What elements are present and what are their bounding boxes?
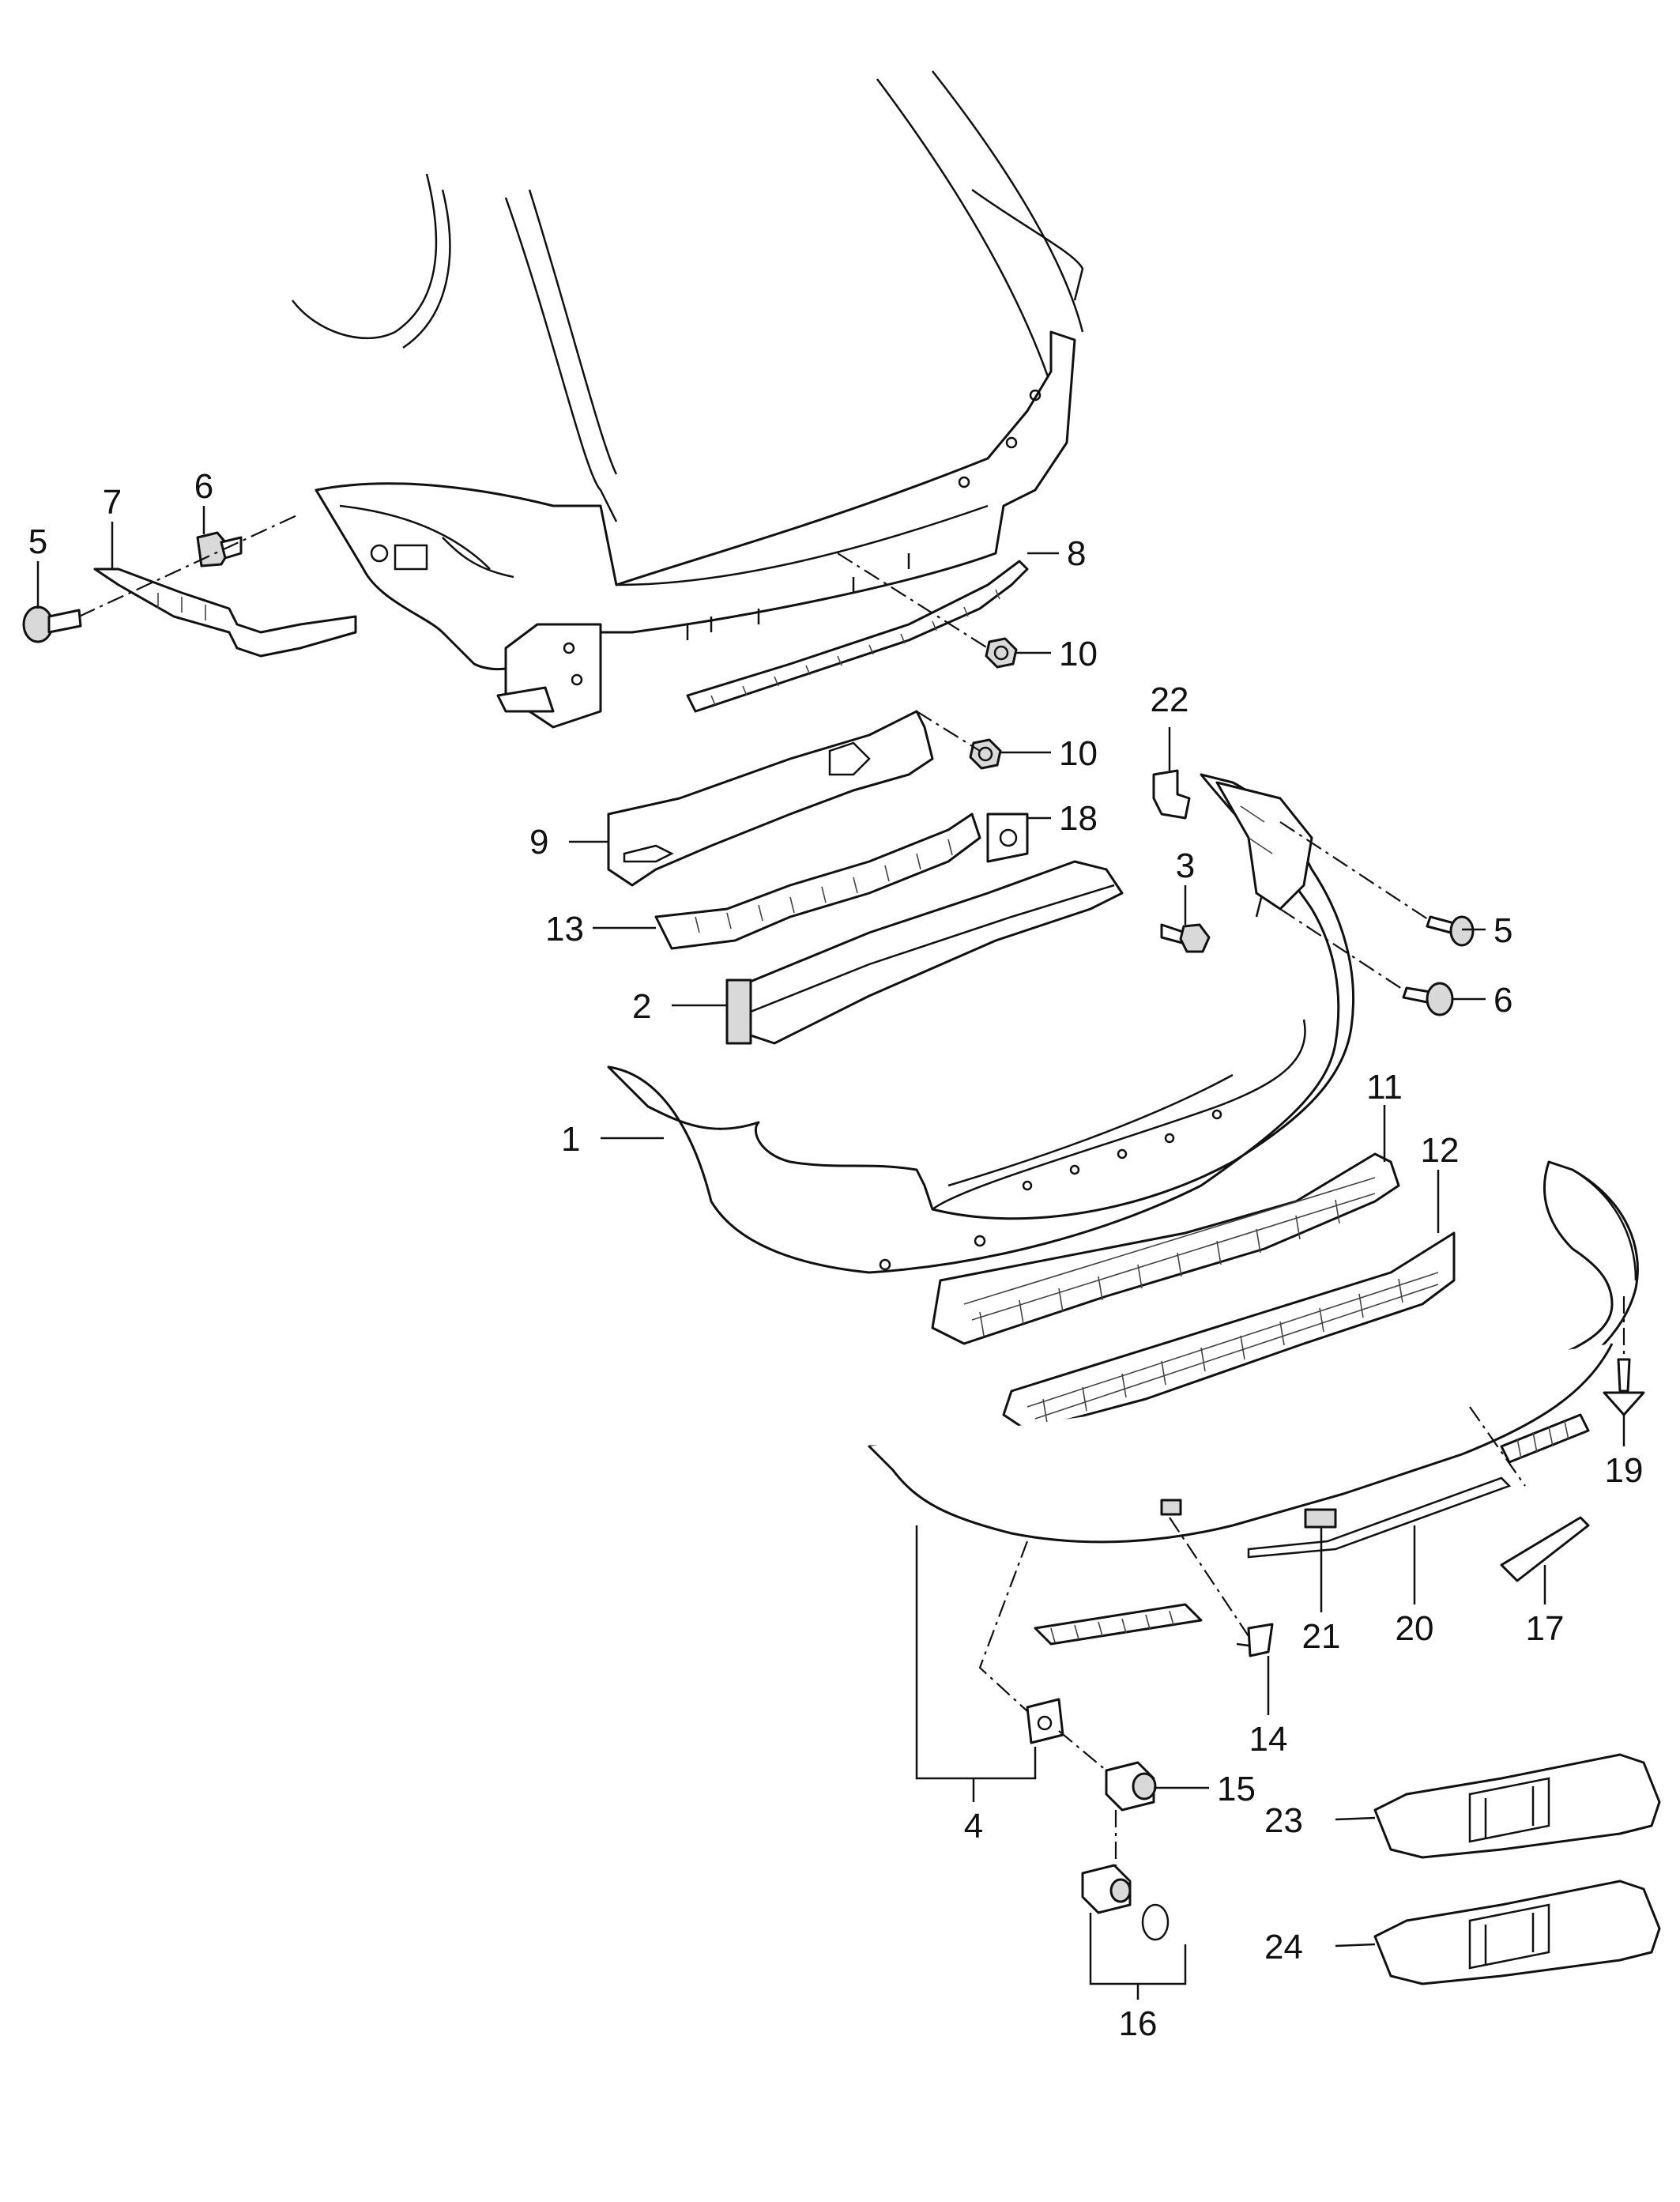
part-24-plate-holder bbox=[1373, 1880, 1661, 1985]
callout-19: 19 bbox=[1605, 1451, 1644, 1490]
callout-labels: 5 7 6 8 10 10 22 18 9 3 5 13 6 2 11 1 12… bbox=[28, 467, 1644, 2043]
part-17-trim-strip bbox=[1500, 1516, 1590, 1582]
part-13-mount-bracket bbox=[654, 813, 981, 950]
callout-6-right: 6 bbox=[1494, 981, 1512, 1020]
part-19-screw bbox=[1603, 1358, 1645, 1416]
part-11-guide-trim bbox=[931, 1152, 1400, 1345]
part-20-grilles bbox=[1034, 1413, 1590, 1646]
callout-21: 21 bbox=[1302, 1617, 1341, 1656]
callout-17: 17 bbox=[1526, 1609, 1565, 1648]
callout-18: 18 bbox=[1059, 799, 1098, 838]
part-8-upper-bracket bbox=[686, 560, 1029, 713]
part-12-guide-trim bbox=[1002, 1231, 1456, 1432]
part-10-nut-upper bbox=[985, 637, 1018, 669]
part-18-plate bbox=[986, 813, 1029, 863]
part-22-clip bbox=[1152, 769, 1191, 820]
callout-10-lower: 10 bbox=[1059, 734, 1098, 773]
callout-12: 12 bbox=[1421, 1131, 1460, 1170]
callout-16: 16 bbox=[1119, 2004, 1158, 2043]
callout-13: 13 bbox=[545, 910, 584, 948]
part-6-clip-left bbox=[196, 531, 243, 567]
part-15-parking-sensor bbox=[1105, 1761, 1157, 1812]
callout-6-left: 6 bbox=[194, 467, 213, 506]
callout-14: 14 bbox=[1249, 1720, 1288, 1759]
part-10-nut-lower bbox=[969, 738, 1002, 770]
part-2-bumper-beam bbox=[725, 860, 1124, 1045]
callout-7: 7 bbox=[103, 483, 122, 522]
part-21-clip bbox=[1304, 1508, 1337, 1529]
leader-lines bbox=[36, 506, 1625, 2000]
callout-4: 4 bbox=[964, 1807, 983, 1846]
callout-9: 9 bbox=[529, 823, 548, 862]
callout-8: 8 bbox=[1067, 534, 1086, 573]
callout-24: 24 bbox=[1264, 1928, 1303, 1966]
callout-5-right: 5 bbox=[1494, 911, 1512, 950]
callout-1: 1 bbox=[561, 1120, 580, 1159]
callout-23: 23 bbox=[1264, 1801, 1303, 1840]
callout-3: 3 bbox=[1176, 846, 1195, 885]
callout-2: 2 bbox=[632, 987, 651, 1026]
part-14-cap bbox=[1236, 1623, 1274, 1657]
part-9-impact-absorber bbox=[607, 710, 934, 887]
callout-22: 22 bbox=[1151, 681, 1189, 719]
callout-5-left: 5 bbox=[28, 522, 47, 561]
callout-15: 15 bbox=[1217, 1770, 1256, 1808]
vehicle-body-shell bbox=[292, 70, 1084, 729]
part-4-sensor-bracket bbox=[1026, 1698, 1064, 1744]
callout-20: 20 bbox=[1396, 1609, 1434, 1648]
part-1-bumper-cover bbox=[607, 773, 1354, 1274]
callout-10-upper: 10 bbox=[1059, 635, 1098, 673]
part-7-side-bracket bbox=[93, 567, 357, 658]
part-23-plate-holder bbox=[1373, 1753, 1661, 1859]
part-3-bolt bbox=[1160, 923, 1211, 953]
assembly-lines bbox=[78, 513, 1625, 1873]
part-6-clip-right bbox=[1402, 982, 1454, 1016]
rear-corner-brackets bbox=[1215, 781, 1313, 911]
part-16-sensor-with-ring bbox=[1081, 1864, 1170, 1941]
callout-11: 11 bbox=[1366, 1068, 1403, 1107]
part-5-screw-left bbox=[22, 605, 82, 643]
part-5-screw-right bbox=[1426, 915, 1475, 947]
